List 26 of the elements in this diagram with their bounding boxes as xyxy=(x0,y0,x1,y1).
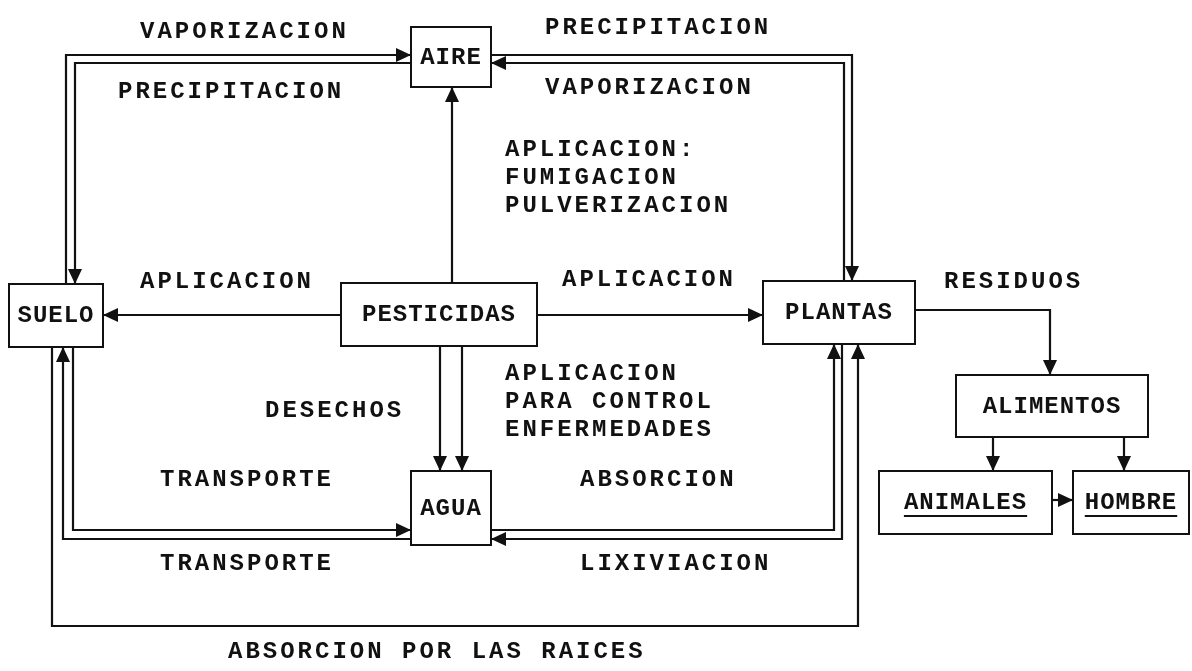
process-box xyxy=(8,283,104,348)
process-box xyxy=(878,470,1053,535)
node-label: ANIMALES xyxy=(903,489,1028,516)
arrow xyxy=(1117,438,1131,471)
node-label: SUELO xyxy=(17,302,95,329)
node-label: AIRE xyxy=(420,43,482,71)
process-box xyxy=(955,374,1149,438)
arrow xyxy=(916,308,1057,375)
arrow xyxy=(103,308,340,322)
node-label: ALIMENTOS xyxy=(982,392,1122,420)
arrow xyxy=(538,308,763,322)
process-box xyxy=(410,470,492,546)
arrow xyxy=(433,347,447,471)
arrow xyxy=(455,347,469,471)
arrow xyxy=(1053,493,1073,507)
node-label: PESTICIDAS xyxy=(362,301,516,328)
process-box xyxy=(410,26,492,88)
process-box xyxy=(340,282,538,347)
arrow xyxy=(50,344,865,628)
process-box xyxy=(1072,470,1190,535)
arrow xyxy=(986,438,1000,471)
node-label: HOMBRE xyxy=(1084,489,1178,516)
node-label: PLANTAS xyxy=(785,299,893,326)
node-label: AGUA xyxy=(420,494,482,522)
arrow xyxy=(445,87,459,282)
process-box xyxy=(762,280,916,345)
